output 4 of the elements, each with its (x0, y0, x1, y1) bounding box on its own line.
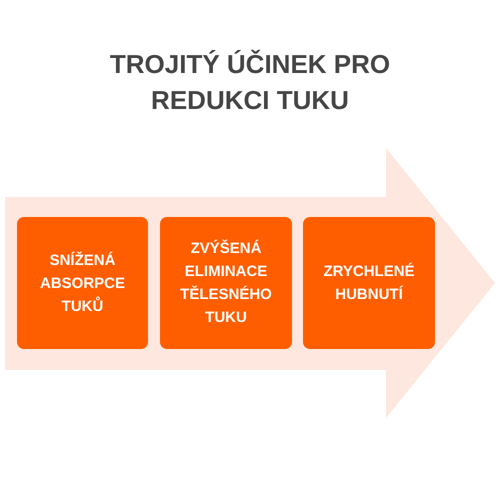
process-box: ZVÝŠENÁ ELIMINACE TĚLESNÉHO TUKU (160, 217, 292, 349)
process-box: SNÍŽENÁ ABSORPCE TUKŮ (17, 217, 148, 349)
title: TROJITÝ ÚČINEK PRO REDUKCI TUKU (108, 48, 392, 117)
process-box: ZRYCHLENÉ HUBNUTÍ (303, 217, 435, 349)
